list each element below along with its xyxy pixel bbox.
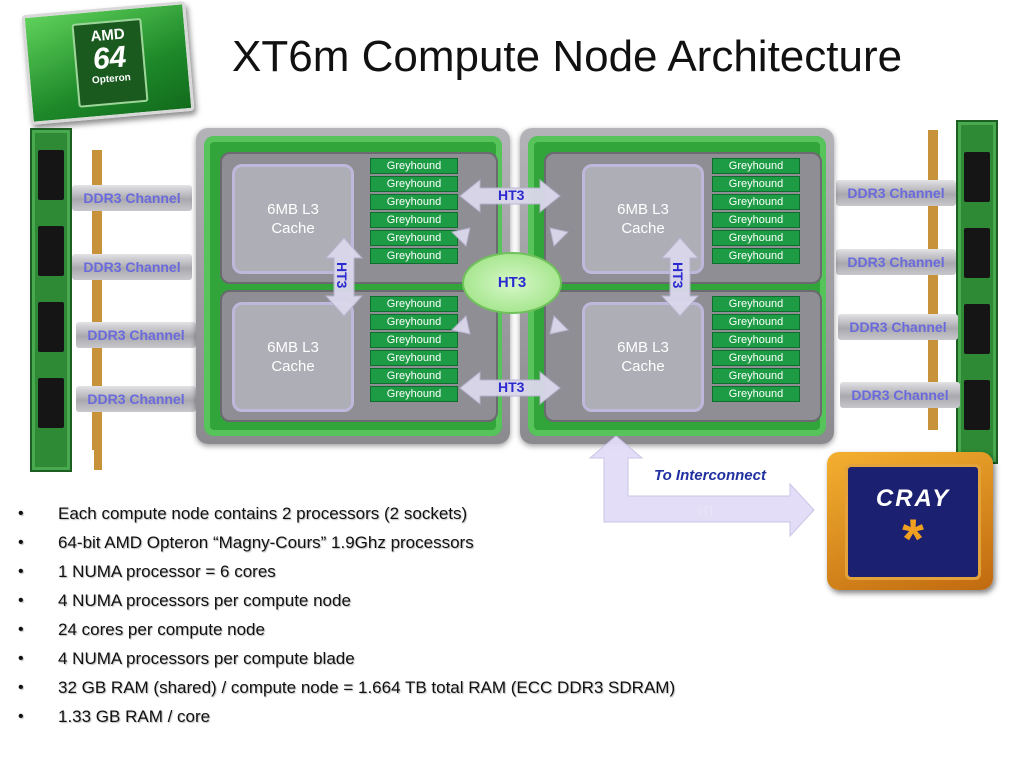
- ddr3-channel-right-1: DDR3 Channel: [836, 180, 956, 206]
- ht3-label-top: HT3: [498, 187, 525, 203]
- bullet-item: •4 NUMA processors per compute blade: [18, 649, 355, 668]
- core-greyhound: Greyhound: [370, 212, 458, 228]
- ht3-arrow-right-vertical: [660, 237, 700, 317]
- ddr3-channel-right-4: DDR3 Channel: [840, 382, 960, 408]
- ddr3-channel-right-2: DDR3 Channel: [836, 249, 956, 275]
- core-greyhound: Greyhound: [370, 176, 458, 192]
- ht3-diagonal-arrow: [549, 227, 569, 247]
- core-greyhound: Greyhound: [712, 314, 800, 330]
- core-greyhound: Greyhound: [712, 158, 800, 174]
- core-greyhound: Greyhound: [712, 230, 800, 246]
- core-greyhound: Greyhound: [370, 368, 458, 384]
- ht3-diagonal-arrow: [451, 227, 471, 247]
- core-greyhound: Greyhound: [370, 158, 458, 174]
- ht3-diagonal-arrow: [549, 315, 569, 335]
- ddr3-channel-left-3: DDR3 Channel: [76, 322, 196, 348]
- ht-interconnect-arrow: [588, 435, 815, 538]
- core-greyhound: Greyhound: [712, 212, 800, 228]
- bullet-item: •1.33 GB RAM / core: [18, 707, 211, 726]
- core-greyhound: Greyhound: [370, 194, 458, 210]
- ht3-center-hub: HT3: [462, 252, 562, 314]
- bullet-list: •Each compute node contains 2 processors…: [18, 503, 675, 735]
- ht3-label-left: HT3: [334, 262, 350, 289]
- ddr3-channel-left-2: DDR3 Channel: [72, 254, 192, 280]
- core-greyhound: Greyhound: [370, 296, 458, 312]
- core-greyhound: Greyhound: [370, 248, 458, 264]
- ht3-arrow-bottom: [459, 370, 561, 406]
- core-greyhound: Greyhound: [370, 314, 458, 330]
- dimm-contacts-left: [92, 150, 102, 450]
- ddr3-channel-left-1: DDR3 Channel: [72, 185, 192, 211]
- cray-logo: CRAY *: [827, 452, 993, 590]
- cray-word: CRAY: [875, 485, 951, 512]
- core-greyhound: Greyhound: [370, 332, 458, 348]
- core-greyhound: Greyhound: [712, 368, 800, 384]
- bullet-item: •24 cores per compute node: [18, 620, 265, 639]
- core-greyhound: Greyhound: [370, 386, 458, 402]
- to-interconnect-label: To Interconnect: [654, 467, 766, 484]
- bullet-item: •4 NUMA processors per compute node: [18, 591, 351, 610]
- ddr3-channel-right-3: DDR3 Channel: [838, 314, 958, 340]
- core-greyhound: Greyhound: [712, 332, 800, 348]
- core-greyhound: Greyhound: [712, 176, 800, 192]
- core-greyhound: Greyhound: [712, 296, 800, 312]
- page-title: XT6m Compute Node Architecture: [232, 32, 903, 81]
- core-greyhound: Greyhound: [712, 350, 800, 366]
- bullet-item: •64-bit AMD Opteron “Magny-Cours” 1.9Ghz…: [18, 533, 474, 552]
- core-greyhound: Greyhound: [370, 350, 458, 366]
- ht3-arrow-left-vertical: [324, 237, 364, 317]
- bullet-item: •Each compute node contains 2 processors…: [18, 504, 468, 523]
- ht-arrow-label: HT: [698, 503, 716, 518]
- dimm-contacts-right: [928, 130, 938, 430]
- ht3-label-right: HT3: [670, 262, 686, 289]
- dimm-module-right: [956, 120, 998, 464]
- ht3-diagonal-arrow: [451, 315, 471, 335]
- core-greyhound: Greyhound: [712, 248, 800, 264]
- ht3-arrow-top: [459, 178, 561, 214]
- core-greyhound: Greyhound: [712, 386, 800, 402]
- ht3-label-bottom: HT3: [498, 379, 525, 395]
- bullet-item: •1 NUMA processor = 6 cores: [18, 562, 276, 581]
- core-greyhound: Greyhound: [712, 194, 800, 210]
- ddr3-channel-left-4: DDR3 Channel: [76, 386, 196, 412]
- core-greyhound: Greyhound: [370, 230, 458, 246]
- dimm-module-left: [30, 128, 102, 472]
- bullet-item: •32 GB RAM (shared) / compute node = 1.6…: [18, 678, 676, 697]
- cray-star-icon: *: [902, 507, 924, 570]
